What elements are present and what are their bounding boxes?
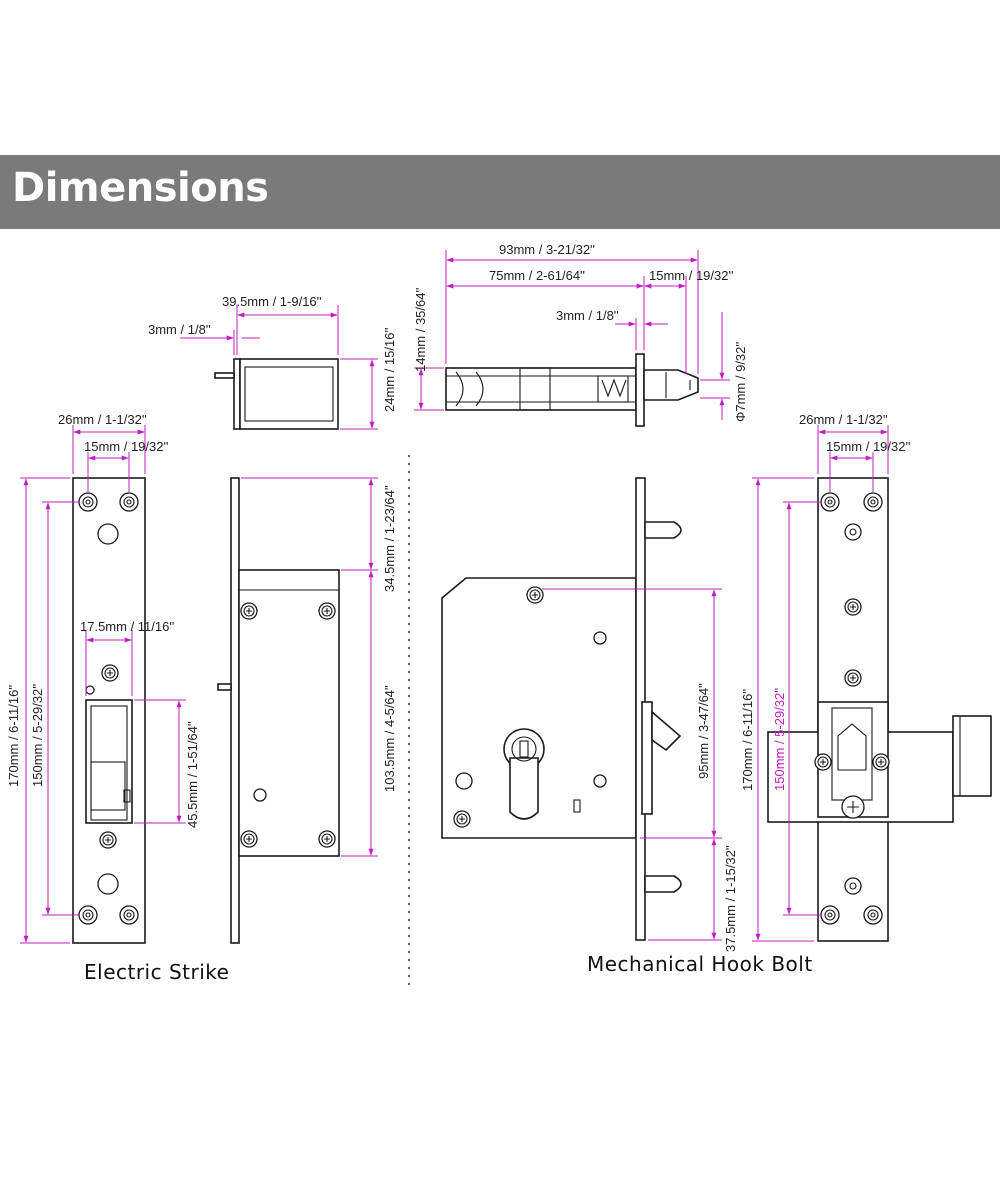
dim-label: 15mm / 19/32'' <box>649 268 733 283</box>
dim-label: 93mm / 3-21/32'' <box>499 242 595 257</box>
dim-label: 103.5mm / 4-5/64'' <box>382 685 397 792</box>
dim-label: 26mm / 1-1/32'' <box>799 412 888 427</box>
dim-label: 3mm / 1/8'' <box>148 322 211 337</box>
dim-label: 170mm / 6-11/16'' <box>740 689 755 791</box>
header-banner: Dimensions <box>0 155 1000 229</box>
dim-label: 39.5mm / 1-9/16'' <box>222 294 322 309</box>
hook-bolt-front-view <box>752 425 992 942</box>
dim-label: 26mm / 1-1/32'' <box>58 412 147 427</box>
dim-label: 95mm / 3-47/64'' <box>696 683 711 779</box>
dim-label: 15mm / 19/32'' <box>826 439 910 454</box>
dim-label: 45.5mm / 1-51/64'' <box>185 721 200 828</box>
hook-bolt-caption: Mechanical Hook Bolt <box>587 952 813 976</box>
electric-strike-caption: Electric Strike <box>84 960 229 984</box>
dim-label: 75mm / 2-61/64'' <box>489 268 585 283</box>
electric-strike-top-view <box>180 305 378 430</box>
dim-label: 37.5mm / 1-15/32'' <box>723 845 738 952</box>
hook-bolt-top-view <box>414 250 730 427</box>
electric-strike-front-view <box>20 425 186 944</box>
dim-label: 17.5mm / 11/16'' <box>80 619 174 634</box>
dim-label: 15mm / 19/32'' <box>84 439 168 454</box>
dim-label: 34.5mm / 1-23/64'' <box>382 485 397 592</box>
page-title: Dimensions <box>12 165 269 211</box>
dim-label: 3mm / 1/8'' <box>556 308 619 323</box>
hook-bolt-side-view <box>441 477 722 941</box>
dim-label: 150mm / 5-29/32'' <box>30 684 45 787</box>
dim-label: Φ7mm / 9/32'' <box>733 342 748 422</box>
dim-label: 24mm / 15/16'' <box>382 328 397 412</box>
dim-label: 150mm / 5-29/32'' <box>772 688 787 791</box>
dim-label: 170mm / 6-11/16'' <box>6 685 21 787</box>
electric-strike-side-view <box>217 477 378 944</box>
dim-label: 14mm / 35/64'' <box>413 288 428 372</box>
